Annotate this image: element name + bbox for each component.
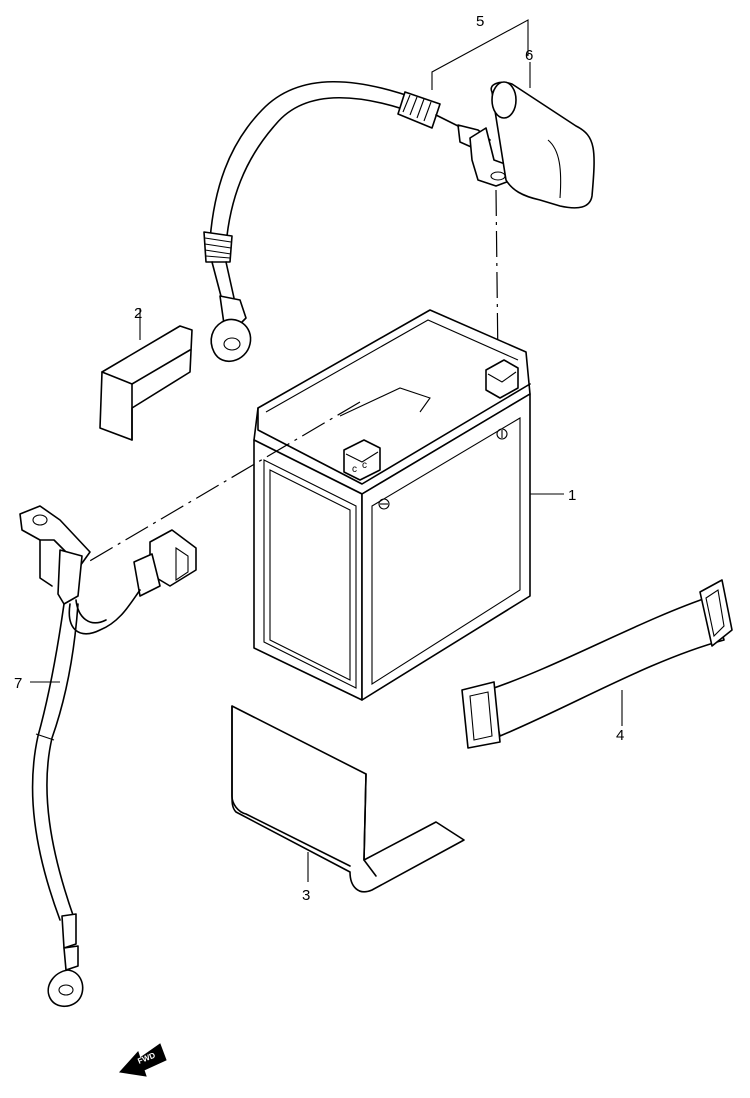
- battery: c c: [253, 309, 564, 701]
- svg-text:c: c: [362, 460, 367, 471]
- terminal-cover-cap: [490, 81, 595, 209]
- assembly-line-negative: [87, 401, 361, 563]
- callout-4: 4: [616, 727, 624, 744]
- callout-5-6-leaders: [431, 19, 531, 90]
- battery-hold-strap: [461, 579, 733, 749]
- callout-3: 3: [302, 887, 310, 904]
- svg-text:c: c: [352, 464, 357, 475]
- forward-direction-arrow-icon: FWD: [119, 1043, 167, 1077]
- callout-1: 1: [568, 487, 576, 504]
- callout-2: 2: [134, 305, 142, 322]
- small-spacer-bracket: [99, 308, 193, 441]
- assembly-line-positive: [495, 189, 499, 366]
- callout-6: 6: [525, 47, 533, 64]
- callout-7: 7: [14, 675, 22, 692]
- battery-tray-plate: [231, 705, 465, 893]
- positive-battery-cable: [203, 80, 517, 363]
- callout-5: 5: [476, 13, 484, 30]
- negative-battery-cable: [19, 505, 197, 1008]
